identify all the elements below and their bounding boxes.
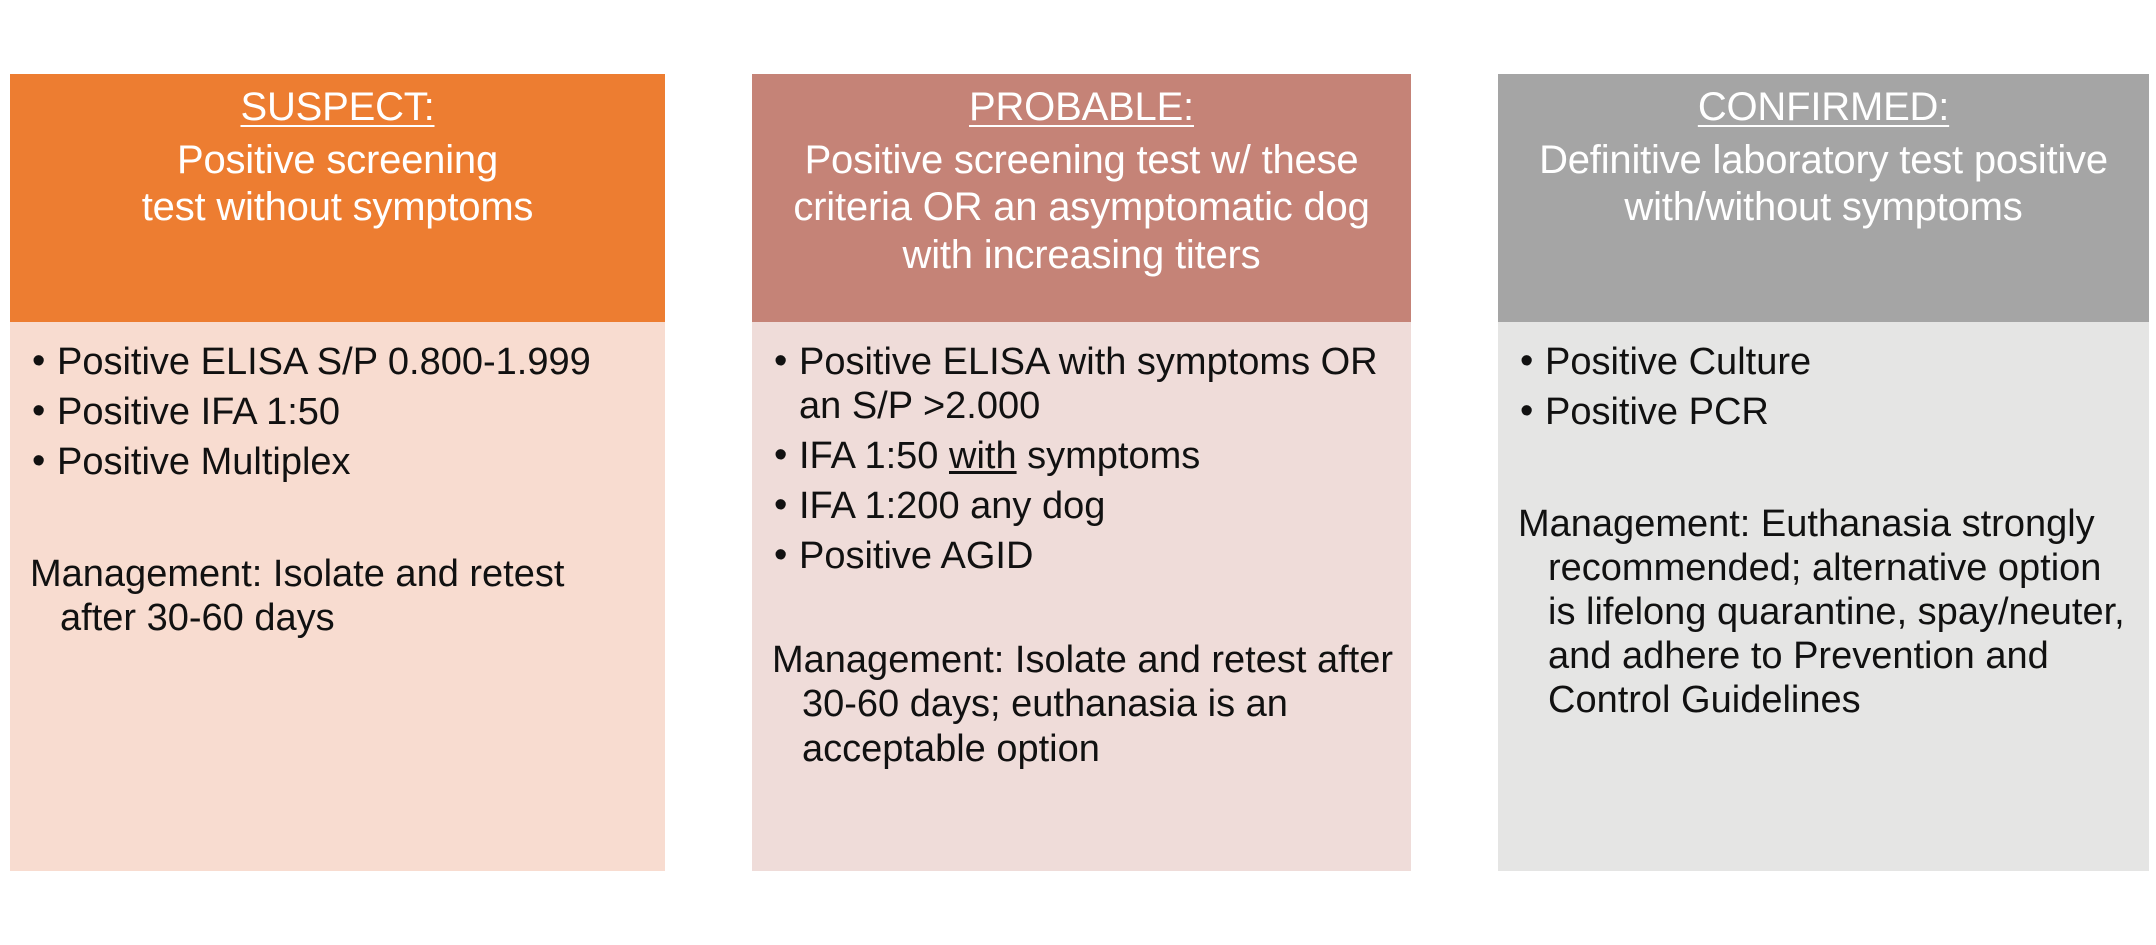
column-body-confirmed: Positive Culture Positive PCR Management… [1498,322,2149,871]
classification-column-suspect: SUSPECT: Positive screening test without… [10,74,665,871]
list-item-emphasis: with [949,435,1017,478]
column-title-suspect: SUSPECT: [240,85,435,129]
list-item: Positive Multiplex [30,439,649,484]
classification-column-probable: PROBABLE: Positive screening test w/ the… [752,74,1411,871]
criteria-list-suspect: Positive ELISA S/P 0.800-1.999 Positive … [30,339,649,484]
column-title-probable: PROBABLE: [969,85,1194,129]
list-item: Positive Culture [1518,339,2133,384]
column-body-probable: Positive ELISA with symptoms OR an S/P >… [752,322,1411,871]
column-subtitle-suspect: Positive screening test without symptoms [141,138,534,230]
column-header-suspect: SUSPECT: Positive screening test without… [10,74,665,322]
list-item-text-before: IFA 1:50 [799,435,949,478]
spacer [1518,440,2133,502]
management-text-confirmed: Management: Euthanasia strongly recommen… [1518,503,2125,722]
list-item: Positive AGID [772,533,1395,578]
list-item-text-after: symptoms [1016,435,1201,478]
list-item: Positive PCR [1518,389,2133,434]
list-item: Positive ELISA S/P 0.800-1.999 [30,339,649,384]
classification-column-confirmed: CONFIRMED: Definitive laboratory test po… [1498,74,2149,871]
management-text-probable: Management: Isolate and retest after 30-… [772,639,1394,770]
management-text-suspect: Management: Isolate and retest after 30-… [30,553,565,640]
column-body-suspect: Positive ELISA S/P 0.800-1.999 Positive … [10,322,665,871]
column-title-confirmed: CONFIRMED: [1697,85,1950,129]
list-item: IFA 1:200 any dog [772,483,1395,528]
list-item: IFA 1:50 with symptoms [772,433,1395,478]
list-item: Positive IFA 1:50 [30,389,649,434]
column-subtitle-probable: Positive screening test w/ these criteri… [793,138,1370,277]
spacer [30,490,649,552]
column-subtitle-confirmed: Definitive laboratory test positive with… [1539,138,2108,230]
criteria-list-confirmed: Positive Culture Positive PCR [1518,339,2133,434]
column-header-probable: PROBABLE: Positive screening test w/ the… [752,74,1411,322]
list-item: Positive ELISA with symptoms OR an S/P >… [772,339,1395,428]
criteria-list-probable: Positive ELISA with symptoms OR an S/P >… [772,339,1395,578]
spacer [772,584,1395,638]
column-header-confirmed: CONFIRMED: Definitive laboratory test po… [1498,74,2149,322]
